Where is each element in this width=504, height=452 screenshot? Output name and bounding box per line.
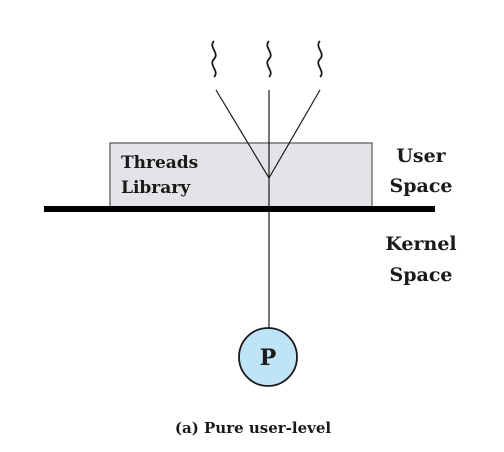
threads-library-box — [109, 142, 373, 208]
library-label-line2: Library — [121, 178, 191, 198]
thread-wave-right — [317, 40, 323, 78]
kernel-space-label-line2: Space — [390, 264, 453, 286]
library-label-line1: Threads — [121, 153, 198, 173]
diagram-caption: (a) Pure user-level — [175, 419, 332, 437]
thread-wave-left — [211, 40, 217, 78]
process-circle — [238, 327, 298, 387]
thread-line-right — [268, 89, 321, 179]
thread-line-left — [215, 89, 270, 179]
thread-wave-center — [266, 40, 272, 78]
process-label: P — [260, 345, 277, 371]
user-space-label-line1: User — [396, 145, 446, 167]
user-kernel-boundary — [44, 206, 435, 212]
user-space-label-line2: Space — [390, 175, 453, 197]
kernel-space-label-line1: Kernel — [385, 233, 456, 255]
